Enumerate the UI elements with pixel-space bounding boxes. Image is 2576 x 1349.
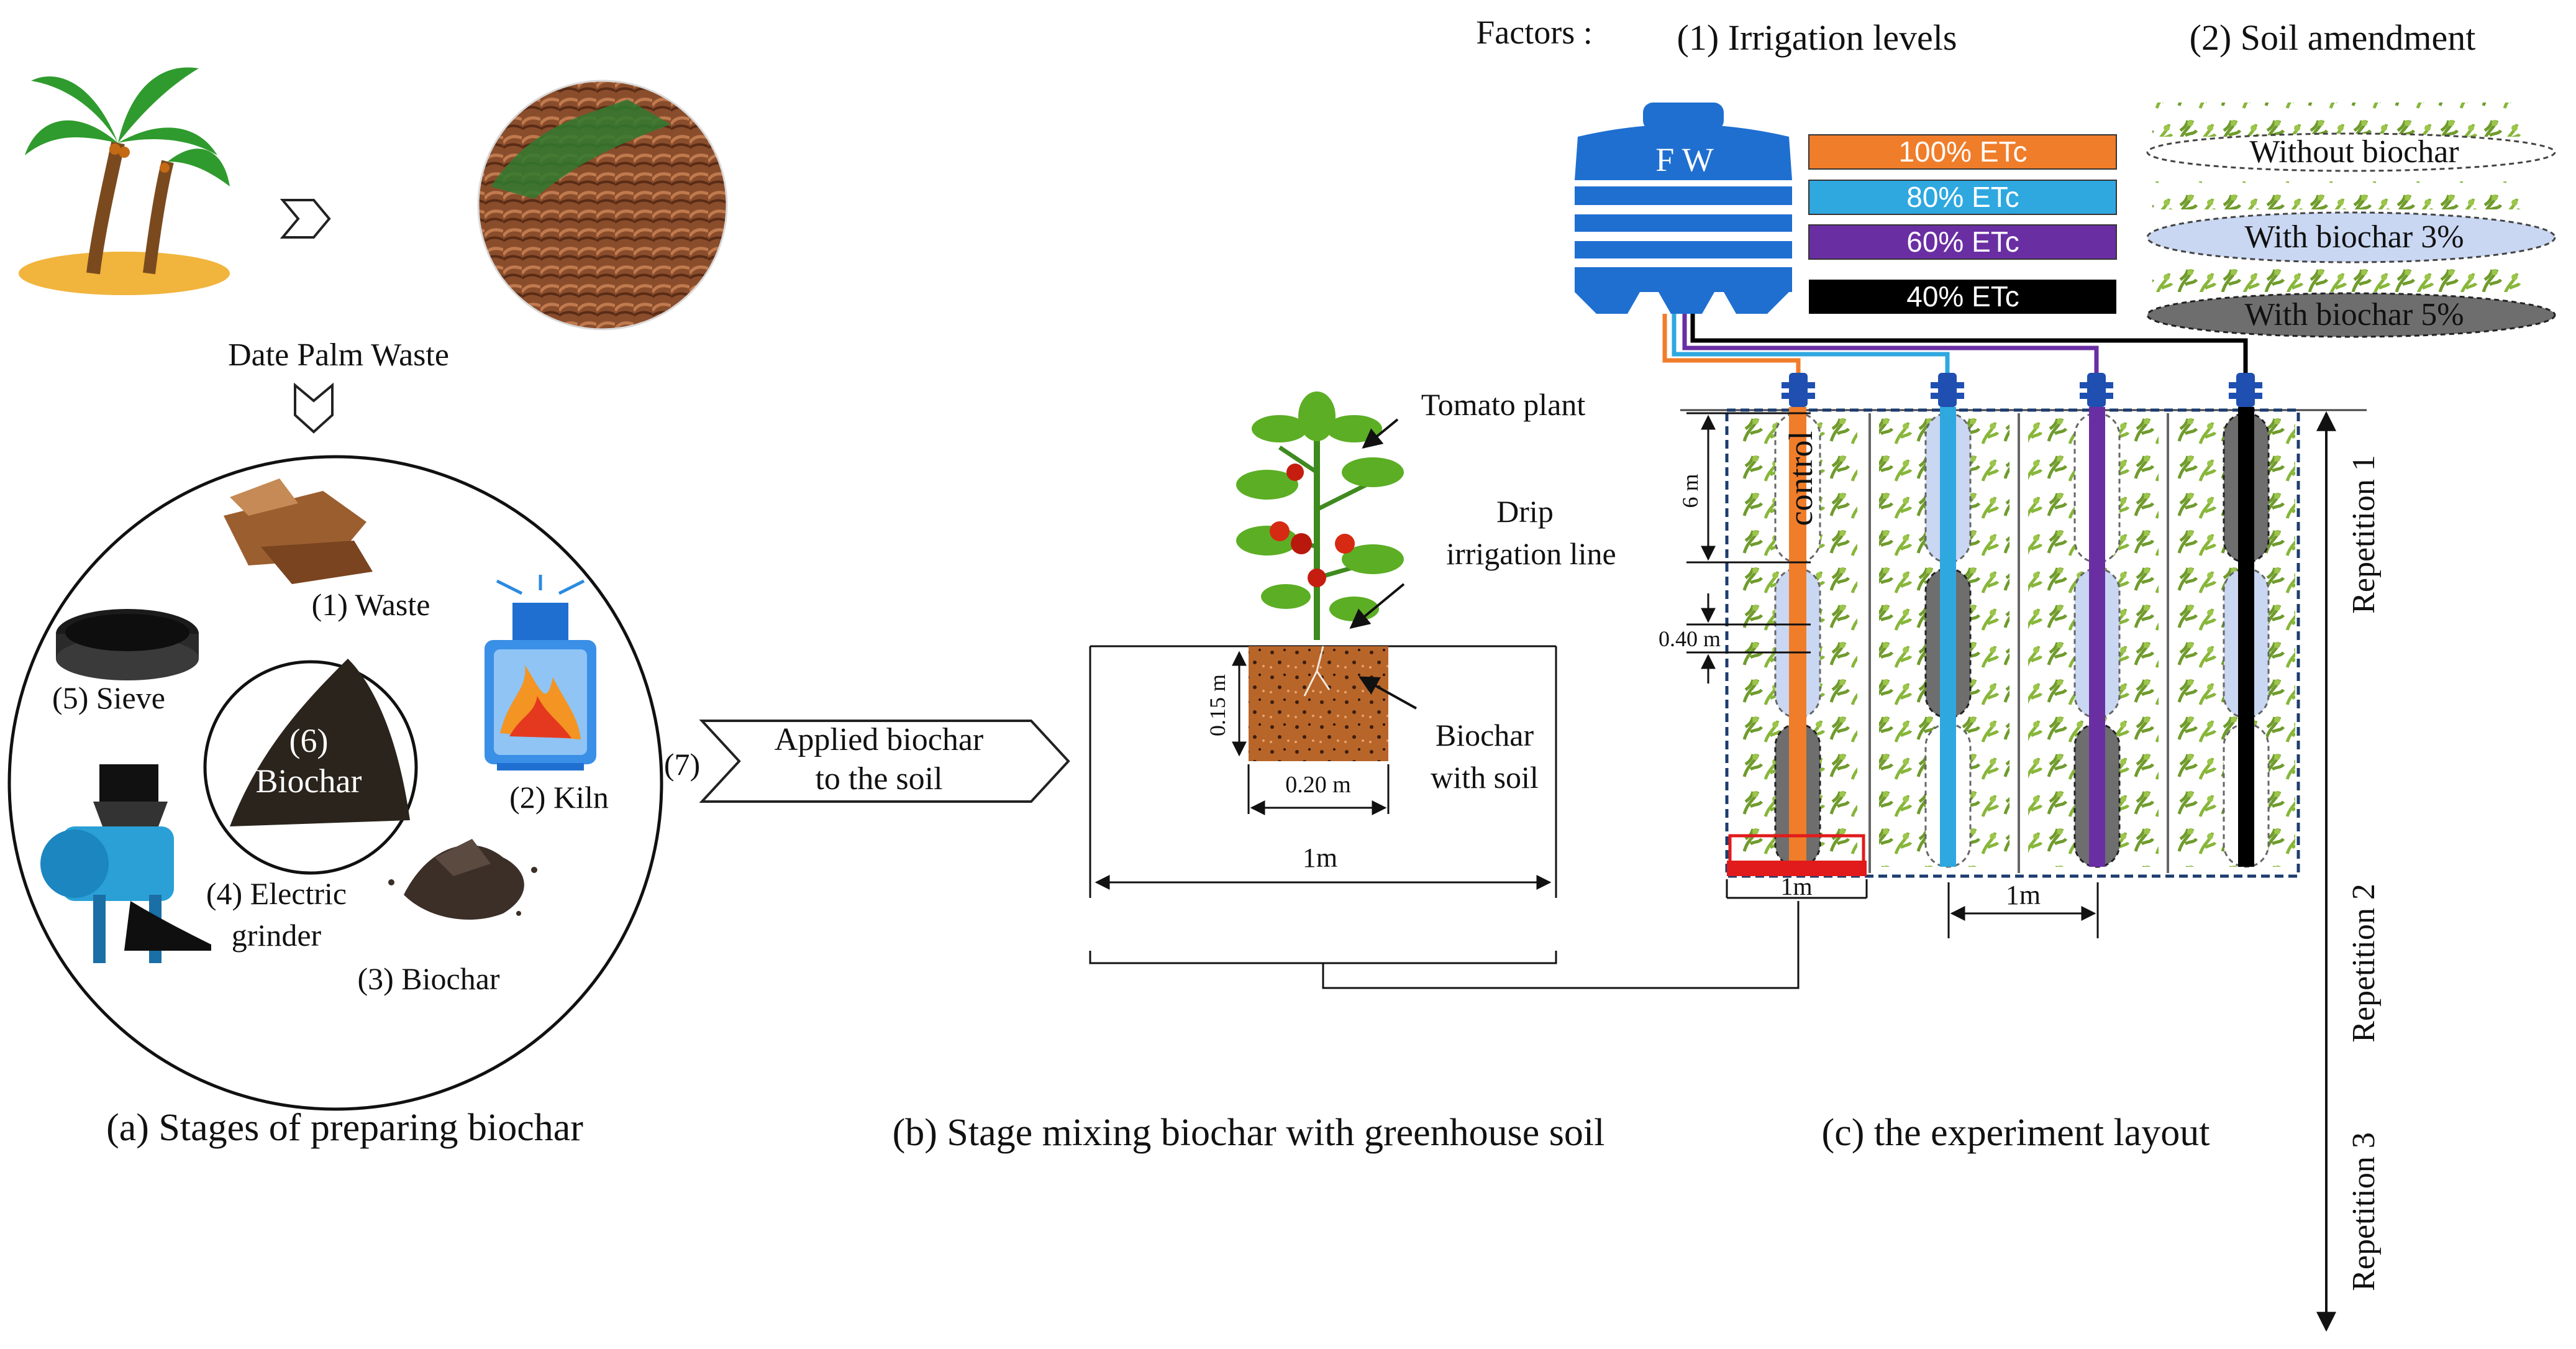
biochar-powder xyxy=(388,839,537,920)
amendment-3-label: With biochar 3% xyxy=(2244,219,2464,255)
level-60-label: 60% ETc xyxy=(1906,226,2019,258)
mix-pointer xyxy=(1359,676,1417,710)
biochar-with-soil-label-1: Biochar xyxy=(1436,718,1534,752)
dripper-icon xyxy=(2080,373,2113,407)
panel-b-caption: (b) Stage mixing biochar with greenhouse… xyxy=(893,1112,1605,1154)
level-40-bar xyxy=(1809,280,2116,314)
length-label: 6 m xyxy=(1678,473,1703,508)
chevron-down-icon xyxy=(294,382,334,434)
repetition-1-label: Repetition 1 xyxy=(2346,455,2382,614)
step-grinder-label-1: (4) Electric xyxy=(206,876,347,911)
applied-biochar-arrow xyxy=(699,720,1070,803)
irrigation-level-list: 100% ETc 80% ETc 60% ETc 40% ETc xyxy=(1808,134,2117,314)
dripper-icon xyxy=(1782,373,1815,407)
step-waste-label: (1) Waste xyxy=(312,587,430,622)
kiln-icon xyxy=(485,575,596,771)
step-grinder-label-2: grinder xyxy=(232,918,322,953)
width-label: 0.20 m xyxy=(1285,772,1351,798)
final-step-number: (6) xyxy=(289,722,329,759)
bed-1 xyxy=(1727,407,1867,876)
bed-separators xyxy=(1868,413,2169,873)
palm-waste-photo xyxy=(477,80,728,331)
level-80-label: 80% ETc xyxy=(1906,181,2019,213)
panel-a-caption: (a) Stages of preparing biochar xyxy=(106,1107,583,1149)
amendment-5-swatch xyxy=(2146,292,2556,338)
soil-amendment-list: Without biochar With biochar 3% With bio… xyxy=(2146,103,2556,338)
chevron-right-icon xyxy=(280,199,331,239)
amendment-none-swatch xyxy=(2146,132,2556,172)
applied-biochar-line-2: to the soil xyxy=(815,761,942,797)
repetition-2-label: Repetition 2 xyxy=(2346,884,2382,1043)
drip-line-label-1: Drip xyxy=(1496,494,1554,529)
step-7-label: (7) xyxy=(664,747,700,782)
panel-c-caption: (c) the experiment layout xyxy=(1822,1112,2210,1154)
grinder-icon xyxy=(40,764,211,963)
factors-label: Factors : xyxy=(1476,14,1592,51)
repetition-3-label: Repetition 3 xyxy=(2346,1132,2382,1291)
bed-width-label-1: 1m xyxy=(1780,872,1812,900)
water-tank-icon xyxy=(1575,103,1792,314)
tomato-plant-label: Tomato plant xyxy=(1421,387,1586,422)
bed-width-label: 1m xyxy=(1303,843,1337,873)
step-biochar-label: (3) Biochar xyxy=(357,961,499,996)
control-label: control xyxy=(1782,431,1819,526)
bed-4 xyxy=(2177,407,2295,868)
drip-line-label-2: irrigation line xyxy=(1446,536,1616,571)
drip-pointer xyxy=(1349,583,1405,629)
step-kiln-label: (2) Kiln xyxy=(509,780,609,815)
tank-label: F W xyxy=(1655,141,1714,178)
dripper-row xyxy=(1782,373,2262,407)
tomato-pointer xyxy=(1362,418,1399,449)
dripper-icon xyxy=(2229,373,2262,407)
palm-tree-icon xyxy=(19,67,230,295)
panel-a: Date Palm Waste (1) Waste (5) Sieve (6) … xyxy=(7,67,728,1149)
level-80-bar xyxy=(1808,180,2117,215)
level-60-bar xyxy=(1808,224,2117,260)
level-100-bar xyxy=(1808,134,2117,170)
supply-pipes xyxy=(1662,314,2248,388)
bed-width-label-2: 1m xyxy=(2006,880,2041,910)
biochar-heap xyxy=(230,659,410,826)
amendment-none-label: Without biochar xyxy=(2249,134,2459,170)
amendment-3-swatch xyxy=(2146,211,2556,263)
bed-2 xyxy=(1879,407,2009,868)
panel-b: (7) Applied biochar to the soil xyxy=(664,387,1800,1154)
applied-biochar-line-1: Applied biochar xyxy=(775,722,983,757)
factor-2-label: (2) Soil amendment xyxy=(2190,17,2476,58)
date-palm-waste-label: Date Palm Waste xyxy=(228,337,449,373)
biochar-with-soil-label-2: with soil xyxy=(1431,760,1539,795)
tomato-plant-icon xyxy=(1236,391,1404,640)
sieve-icon xyxy=(56,609,199,680)
step-sieve-label: (5) Sieve xyxy=(52,680,165,715)
level-40-label: 40% ETc xyxy=(1906,280,2019,313)
final-biochar-label: Biochar xyxy=(256,762,362,800)
connector-bracket xyxy=(1089,901,1800,989)
factor-1-label: (1) Irrigation levels xyxy=(1677,17,1957,58)
depth-label: 0.15 m xyxy=(1205,674,1230,736)
waste-pieces xyxy=(224,478,373,584)
amendment-5-label: With biochar 5% xyxy=(2244,297,2464,332)
bed-3 xyxy=(2028,407,2159,868)
dripper-icon xyxy=(1931,373,1964,407)
panel-c: Factors : (1) Irrigation levels (2) Soil… xyxy=(1476,14,2556,1332)
level-100-label: 100% ETc xyxy=(1898,135,2027,168)
gap-label: 0.40 m xyxy=(1659,626,1721,651)
